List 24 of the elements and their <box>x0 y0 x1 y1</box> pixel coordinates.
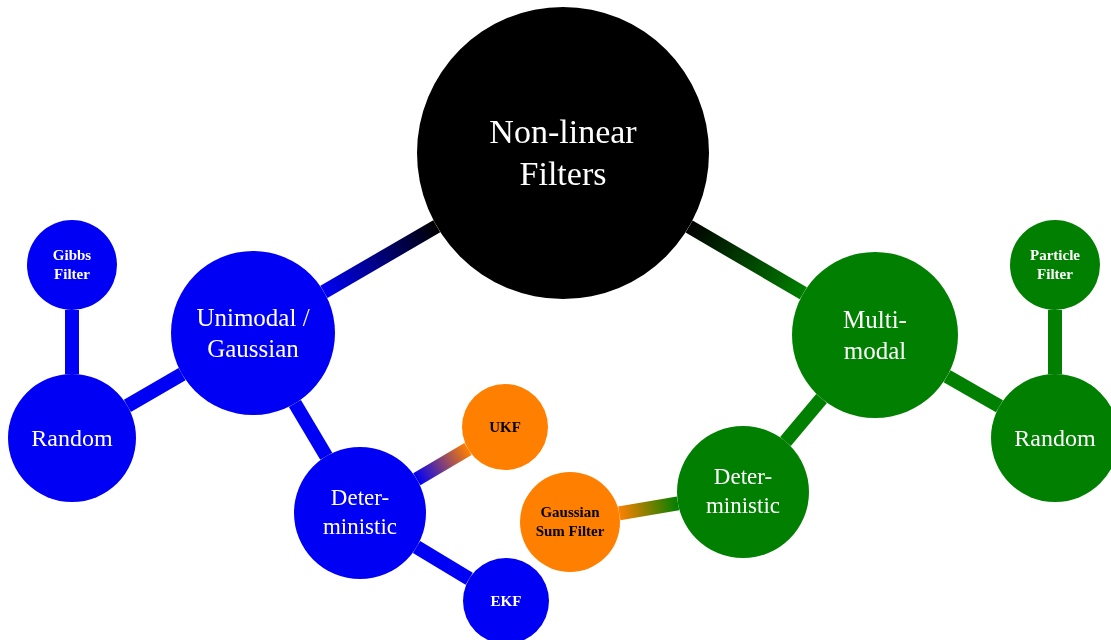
topic-label: Gibbs Filter <box>51 246 93 284</box>
branch-connector <box>780 394 827 446</box>
topic-label: Random <box>1014 424 1096 453</box>
branch-connector <box>685 220 807 300</box>
branch-connector <box>1048 310 1062 374</box>
topic-label: Deter- ministic <box>321 484 399 541</box>
branch-connector <box>65 310 79 374</box>
topic-label: Deter- ministic <box>704 463 782 520</box>
branch-connector <box>413 442 472 486</box>
branch-connector <box>123 368 186 412</box>
topic-label: Non-linear Filters <box>488 111 638 194</box>
topic-label: Particle Filter <box>1029 246 1081 284</box>
topic-label: UKF <box>489 417 521 437</box>
branch-connector <box>412 541 473 585</box>
topic-label: Random <box>31 424 113 453</box>
topic-label: Unimodal / Gaussian <box>195 302 311 364</box>
topic-label: Gaussian Sum Filter <box>534 503 606 541</box>
topic-label: EKF <box>490 591 522 611</box>
topic-label: Multi- modal <box>842 304 908 366</box>
branch-connector <box>618 496 680 521</box>
branch-connector <box>943 370 1003 413</box>
branch-connector <box>320 220 441 298</box>
topic-circle <box>463 558 549 640</box>
branch-connector <box>288 399 333 460</box>
